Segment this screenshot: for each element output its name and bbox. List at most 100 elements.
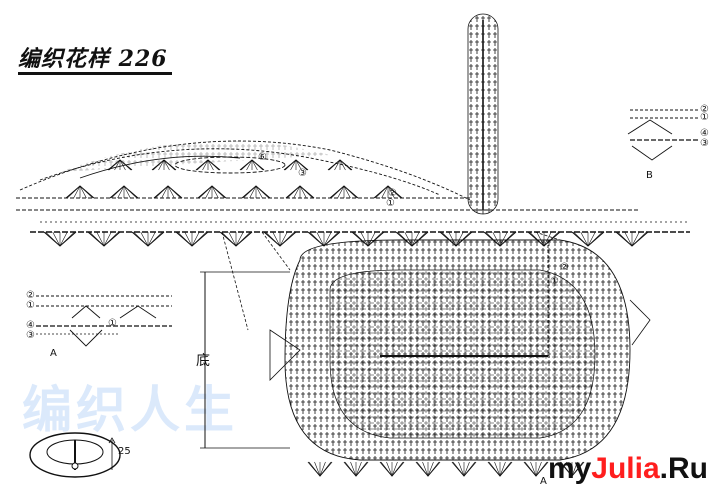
fan-stitch bbox=[631, 231, 640, 247]
fan-stitch bbox=[255, 185, 269, 199]
bag-base-oval bbox=[269, 239, 651, 461]
fan-stitch bbox=[147, 231, 163, 247]
page-title: 编织花样 226 bbox=[18, 46, 172, 75]
row-marker: ③ bbox=[298, 168, 307, 179]
brand-prefix: my bbox=[547, 452, 592, 485]
fan-stitch bbox=[287, 185, 301, 199]
fan-stitch bbox=[344, 461, 357, 477]
row-marker: ② bbox=[388, 188, 397, 199]
fan-stitch bbox=[299, 185, 307, 199]
row-marker: ② bbox=[26, 290, 35, 301]
row-marker: ② bbox=[560, 262, 569, 273]
fan-stitch bbox=[255, 185, 263, 199]
fan-stitch bbox=[272, 231, 281, 247]
fan-stitch bbox=[290, 159, 297, 171]
fan-stitch bbox=[221, 231, 237, 247]
detail-a bbox=[36, 295, 172, 347]
fan-stitch bbox=[96, 231, 105, 247]
fan-stitch bbox=[177, 231, 193, 247]
fan-stitch bbox=[89, 231, 105, 247]
fan-stitch bbox=[79, 185, 87, 199]
fan-stitch bbox=[617, 231, 633, 247]
fan-stitch bbox=[391, 461, 404, 477]
fan-stitch bbox=[587, 231, 596, 247]
fan-stitch bbox=[452, 461, 465, 477]
fan-stitch bbox=[427, 461, 434, 477]
fan-stitch bbox=[207, 159, 220, 171]
fan-stitch bbox=[279, 231, 295, 247]
fan-stitch bbox=[251, 159, 258, 171]
fan-stitch bbox=[387, 185, 395, 199]
fan-stitch bbox=[108, 159, 121, 171]
fan-stitch bbox=[339, 159, 352, 171]
fan-stitch bbox=[355, 461, 368, 477]
fan-stitch bbox=[161, 185, 169, 199]
fan-stitch bbox=[319, 461, 332, 477]
fan-stitch bbox=[499, 461, 512, 477]
fan-stitch bbox=[350, 461, 357, 477]
fan-stitch bbox=[458, 461, 465, 477]
handle-strap bbox=[467, 13, 499, 215]
fan-stitch bbox=[119, 159, 126, 171]
fan-stitch bbox=[158, 159, 165, 171]
row-marker: ① bbox=[550, 276, 559, 287]
fan-stitch bbox=[140, 231, 149, 247]
fan-stitch bbox=[184, 231, 193, 247]
fan-stitch bbox=[331, 185, 345, 199]
fan-stitch bbox=[103, 231, 112, 247]
fan-stitch bbox=[381, 185, 389, 199]
fan-stitch bbox=[391, 461, 398, 477]
fan-stitch bbox=[314, 461, 321, 477]
fan-stitch bbox=[463, 461, 470, 477]
fan-stitch bbox=[246, 159, 253, 171]
fan-stitch bbox=[380, 461, 393, 477]
fan-stitch bbox=[427, 461, 440, 477]
fan-stitch bbox=[152, 159, 165, 171]
brand-highlight: Julia bbox=[591, 452, 660, 485]
dimension-label: 25 bbox=[118, 446, 131, 457]
fan-stitch bbox=[52, 231, 61, 247]
fan-stitch bbox=[463, 461, 476, 477]
fan-stitch bbox=[202, 159, 209, 171]
fan-stitch bbox=[59, 231, 68, 247]
fan-stitch bbox=[343, 185, 357, 199]
fan-stitch bbox=[587, 231, 603, 247]
detail-b bbox=[627, 109, 700, 161]
fan-stitch bbox=[191, 231, 207, 247]
row-marker: ④ bbox=[700, 128, 709, 139]
fan-stitch bbox=[571, 461, 578, 477]
detail-a-label: A bbox=[50, 348, 57, 359]
fan-stitch bbox=[119, 159, 132, 171]
fan-stitch bbox=[571, 461, 584, 477]
fan-stitch bbox=[334, 159, 341, 171]
fan-stitch bbox=[240, 159, 253, 171]
bottom-edge-fans bbox=[307, 461, 585, 477]
fan-stitch bbox=[67, 185, 81, 199]
brand-logo: myJulia.Ru bbox=[548, 452, 708, 486]
row-marker: ③ bbox=[700, 138, 709, 149]
fan-stitch bbox=[299, 185, 313, 199]
fan-stitch bbox=[111, 185, 125, 199]
row-marker: ① bbox=[386, 198, 395, 209]
fan-stitch bbox=[339, 159, 346, 171]
fan-stitch bbox=[323, 231, 339, 247]
brand-suffix: .Ru bbox=[659, 452, 708, 485]
fan-stitch bbox=[337, 185, 345, 199]
fan-stitch bbox=[530, 461, 537, 477]
fan-stitch bbox=[566, 461, 573, 477]
fan-stitch bbox=[316, 231, 325, 247]
fan-stitch bbox=[375, 185, 389, 199]
fan-stitch bbox=[196, 159, 209, 171]
fan-stitch bbox=[624, 231, 633, 247]
fan-stitch bbox=[422, 461, 429, 477]
fan-stitch bbox=[309, 231, 325, 247]
row-marker: ① bbox=[108, 318, 117, 329]
fan-stitch bbox=[535, 461, 542, 477]
fan-stitch bbox=[123, 185, 137, 199]
fan-stitch bbox=[147, 231, 156, 247]
fan-stitch bbox=[631, 231, 647, 247]
fan-stitch bbox=[163, 159, 170, 171]
top-flap bbox=[19, 140, 471, 201]
